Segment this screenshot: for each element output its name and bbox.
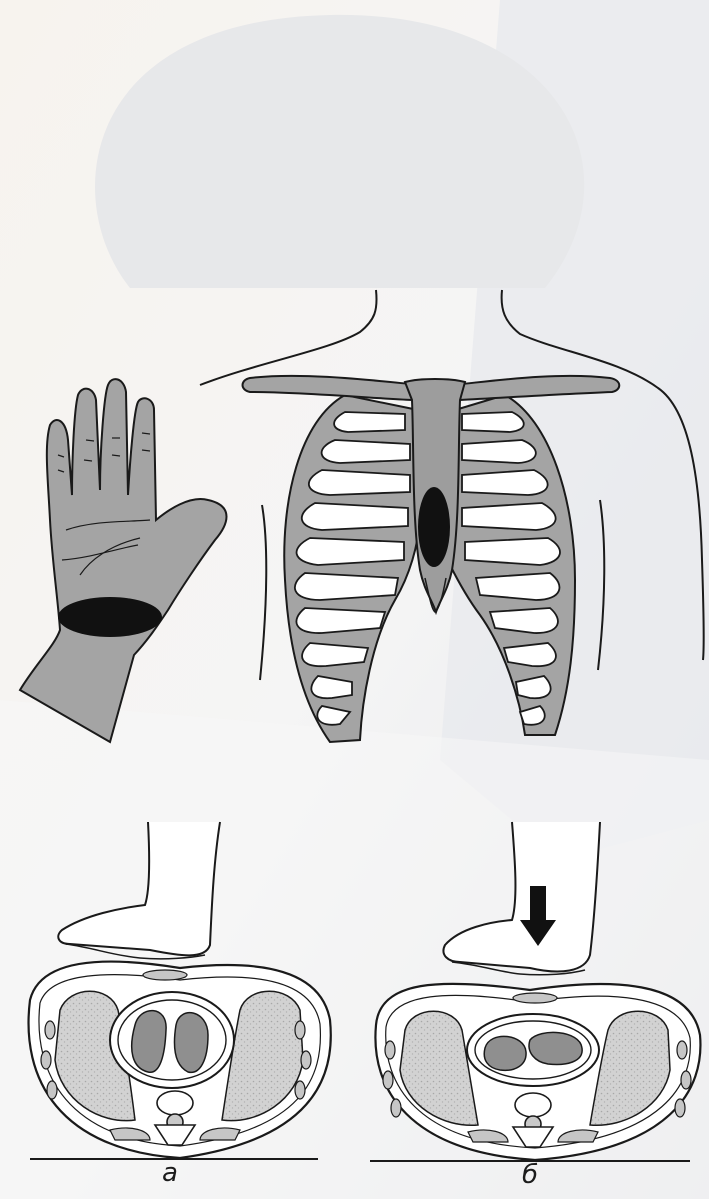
heart-chamber-right-a [175,1013,209,1073]
heart-chamber-left-b [484,1036,526,1070]
palm-heel-contact [58,597,162,637]
sternum-compression-point [418,487,450,567]
heart-sac-a [110,992,234,1088]
heart-chamber-left-a [132,1011,166,1073]
panel-label-b: б [522,1162,538,1188]
heart-chamber-right-b [529,1032,582,1064]
panel-label-a: а [162,1160,178,1186]
